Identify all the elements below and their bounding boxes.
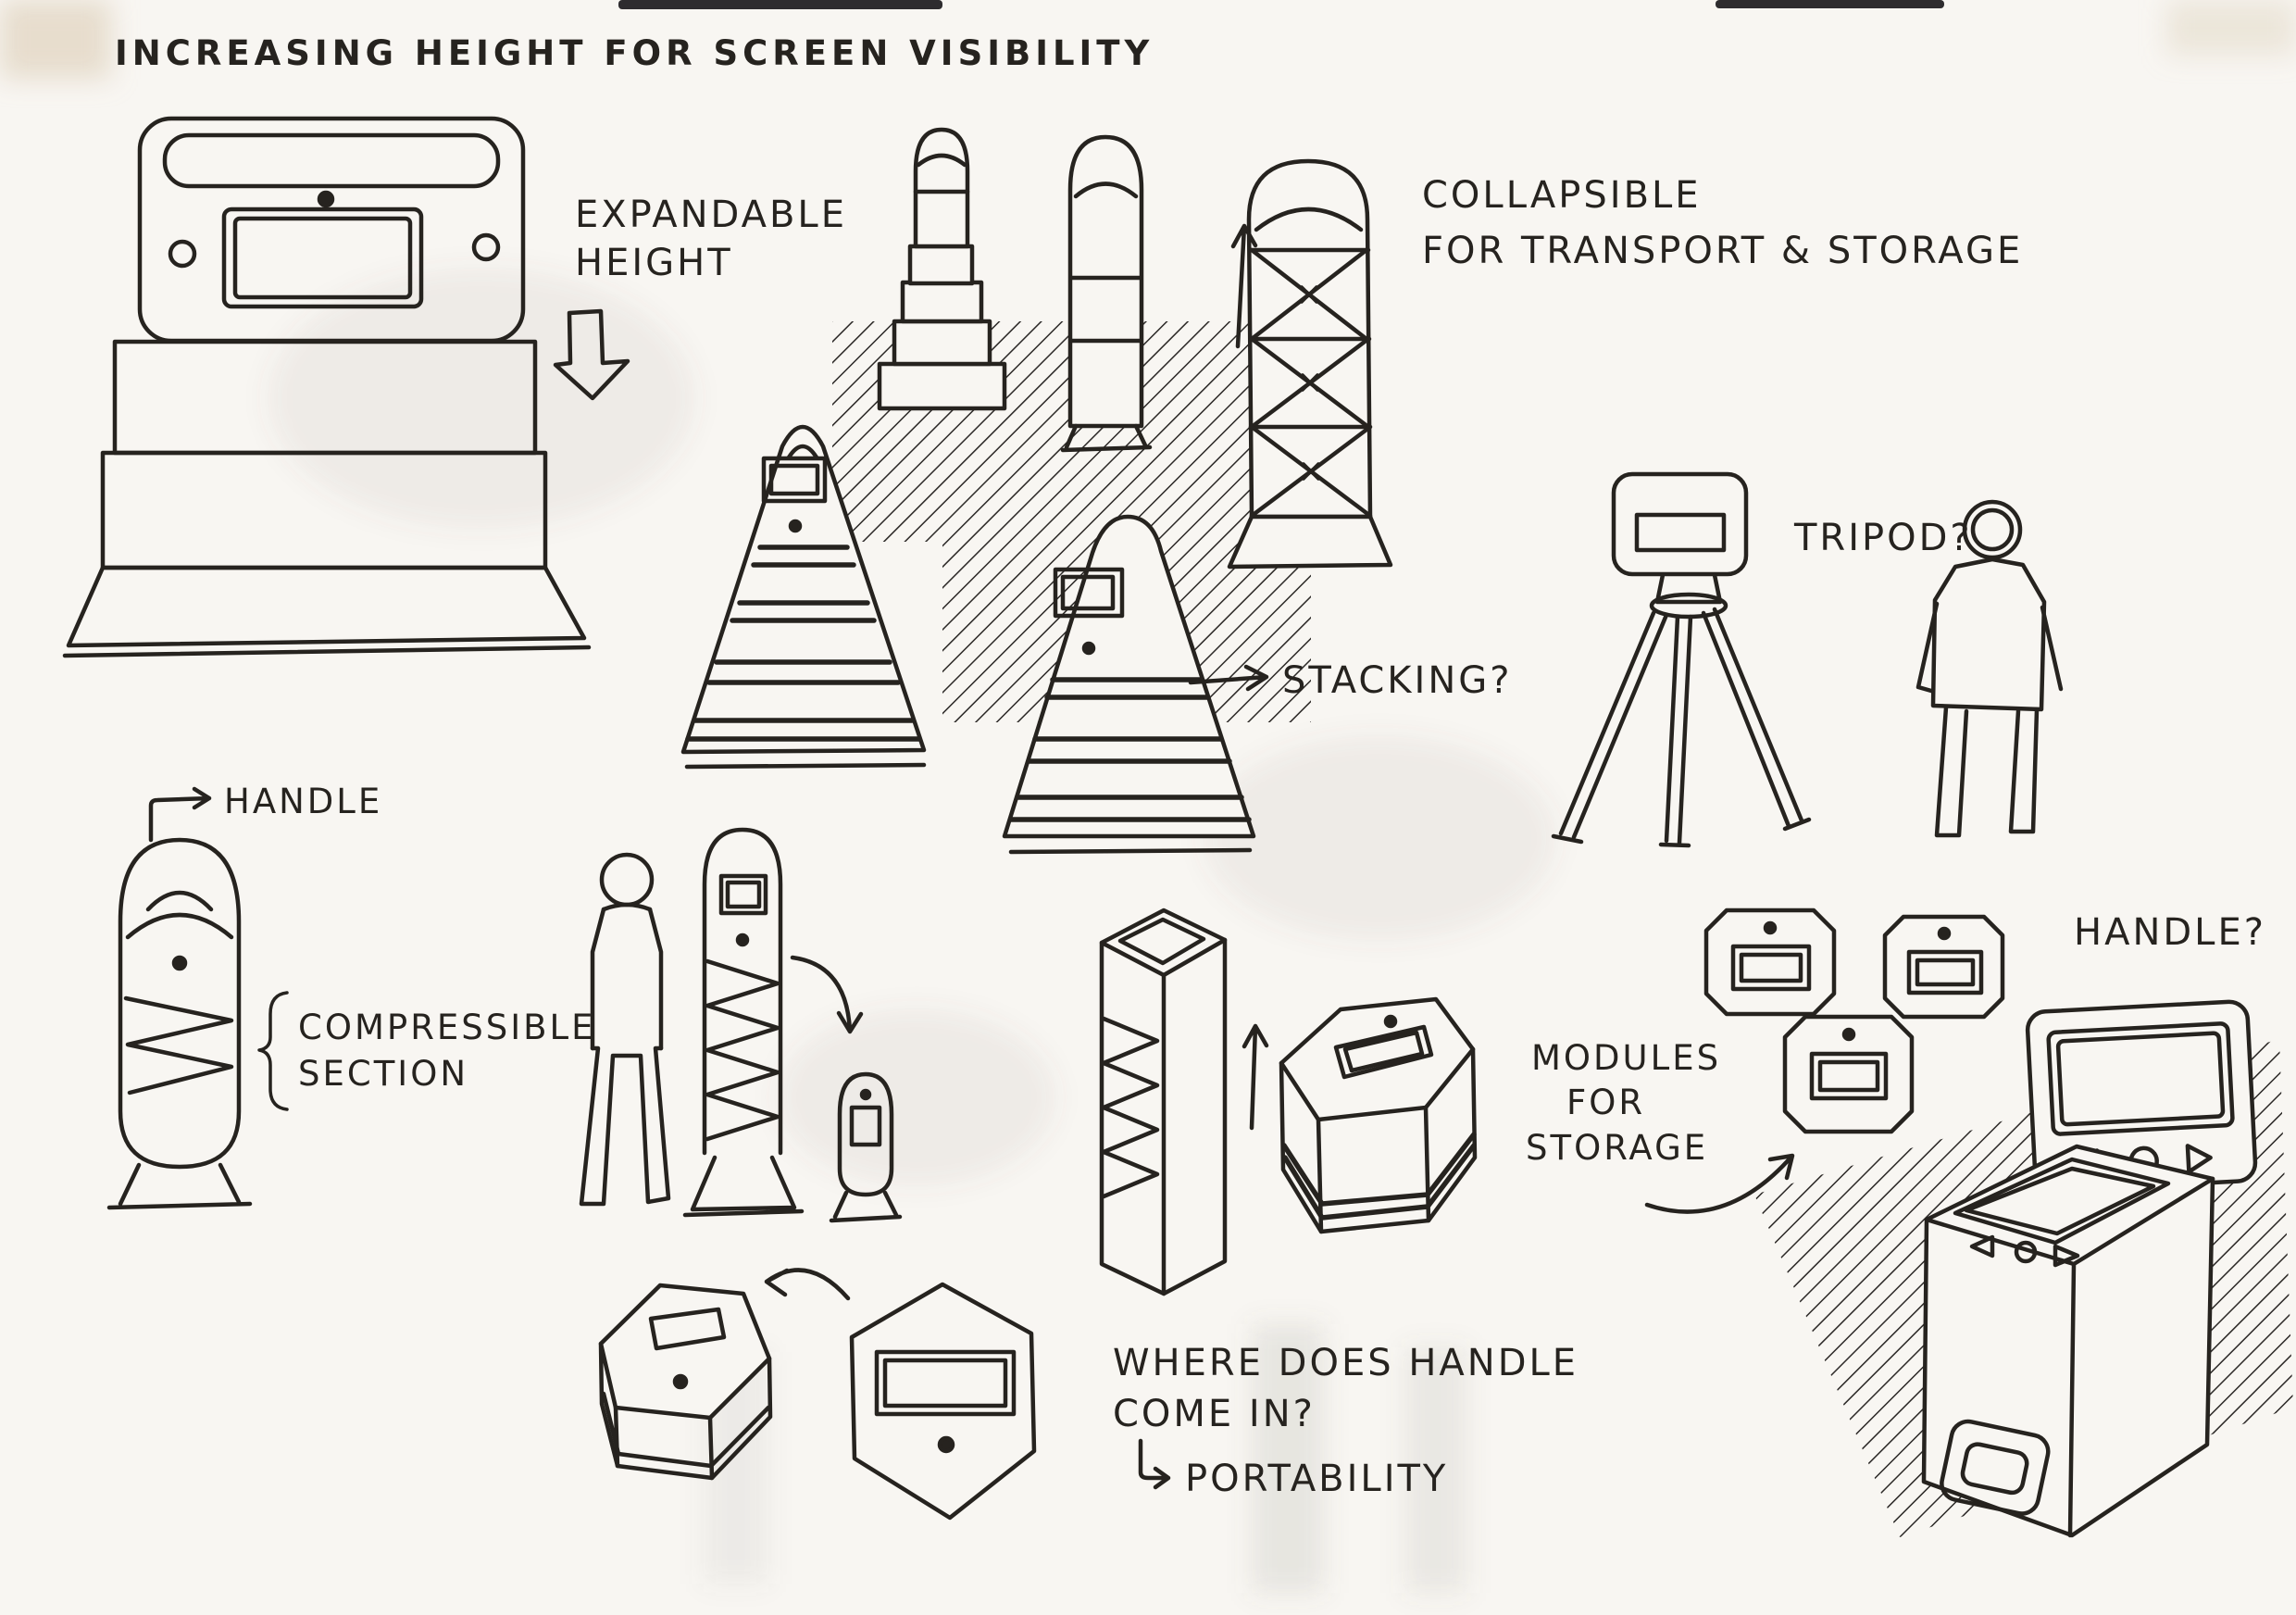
- where-handle-line1: WHERE DOES HANDLE: [1113, 1342, 1578, 1384]
- compressible-brace: [257, 991, 289, 1111]
- sketch-hexagon-top-view: [849, 1282, 1037, 1521]
- down-arrow-icon: [553, 308, 630, 401]
- compressible-line2: SECTION: [298, 1054, 468, 1094]
- modules-line3: STORAGE: [1526, 1128, 1708, 1168]
- tripod-label: TRIPOD?: [1793, 517, 1973, 559]
- sketch-big-device-handle: [1921, 1144, 2215, 1538]
- sketch-hex-column: [1099, 908, 1228, 1296]
- expandable-height-line2: HEIGHT: [575, 242, 733, 284]
- modules-arrow-icon: [1644, 1153, 1795, 1214]
- right-triangle-button-icon: [2053, 1244, 2080, 1268]
- portability-arrow-icon: [1138, 1438, 1171, 1490]
- up-arrow-icon: [1230, 223, 1258, 349]
- sketch-striped-cone-center: [1002, 514, 1256, 855]
- where-handle-line2: COME IN?: [1113, 1393, 1316, 1435]
- handle-arrow-icon: [148, 786, 212, 843]
- handle-callout: HANDLE: [148, 782, 382, 843]
- sketch-person-right: [1915, 499, 2064, 838]
- circle-button-icon: [2014, 1240, 2038, 1264]
- expandable-height-callout: EXPANDABLE HEIGHT: [553, 194, 847, 401]
- portability-label: PORTABILITY: [1185, 1458, 1448, 1500]
- handle-cutout: [1940, 1419, 2051, 1516]
- sketch-tripod: [1551, 471, 1812, 848]
- collapsible-line2: FOR TRANSPORT & STORAGE: [1422, 230, 2023, 272]
- sketch-striped-cone-left: [680, 425, 927, 770]
- handle-question-label: HANDLE?: [2074, 911, 2266, 954]
- hex-arrow-icon: [764, 1268, 851, 1301]
- modules-line1: MODULES: [1531, 1038, 1721, 1078]
- where-handle-callout: WHERE DOES HANDLE COME IN? PORTABILITY: [1113, 1342, 1578, 1500]
- left-triangle-button-icon: [1969, 1234, 1995, 1258]
- modules-line2: FOR: [1566, 1083, 1645, 1122]
- stacking-arrow-icon: [1188, 664, 1269, 692]
- shrink-arrow-icon: [790, 955, 864, 1034]
- collapsible-callout: COLLAPSIBLE FOR TRANSPORT & STORAGE: [1422, 174, 2023, 272]
- stacking-callout: STACKING?: [1188, 659, 1512, 702]
- sketch-pole-device: [682, 827, 805, 1218]
- compressible-line1: COMPRESSIBLE: [298, 1008, 596, 1047]
- photo-edge-strip: [618, 0, 1944, 9]
- sketch-hex-device: [1279, 996, 1478, 1234]
- sketch-collapsible-cylinder: [1227, 158, 1393, 570]
- sketch-hex-box-3d: [598, 1283, 773, 1481]
- modules-callout: MODULES FOR STORAGE: [1526, 1038, 1721, 1168]
- sketch-expandable-kiosk: [62, 116, 592, 658]
- handle-label: HANDLE: [224, 782, 382, 821]
- sketch-storage-modules: [1703, 908, 2005, 1134]
- sketch-person-mid: [579, 852, 671, 1207]
- page-title: INCREASING HEIGHT FOR SCREEN VISIBILITY: [115, 33, 1154, 73]
- hex-up-arrow-icon: [1242, 1023, 1269, 1131]
- collapsible-line1: COLLAPSIBLE: [1422, 174, 1702, 217]
- hatch-background-main: [832, 321, 1311, 722]
- sketch-compressible-device: [106, 837, 253, 1210]
- compressible-callout: COMPRESSIBLE SECTION: [257, 991, 596, 1111]
- sketch-telescoping-cone: [877, 127, 1007, 411]
- expandable-height-line1: EXPANDABLE: [575, 194, 847, 236]
- stacking-label: STACKING?: [1282, 659, 1512, 702]
- sketch-cylinder-bollard: [1060, 134, 1153, 453]
- right-triangle-button-icon: [2185, 1144, 2213, 1174]
- sketch-mini-device: [829, 1071, 903, 1223]
